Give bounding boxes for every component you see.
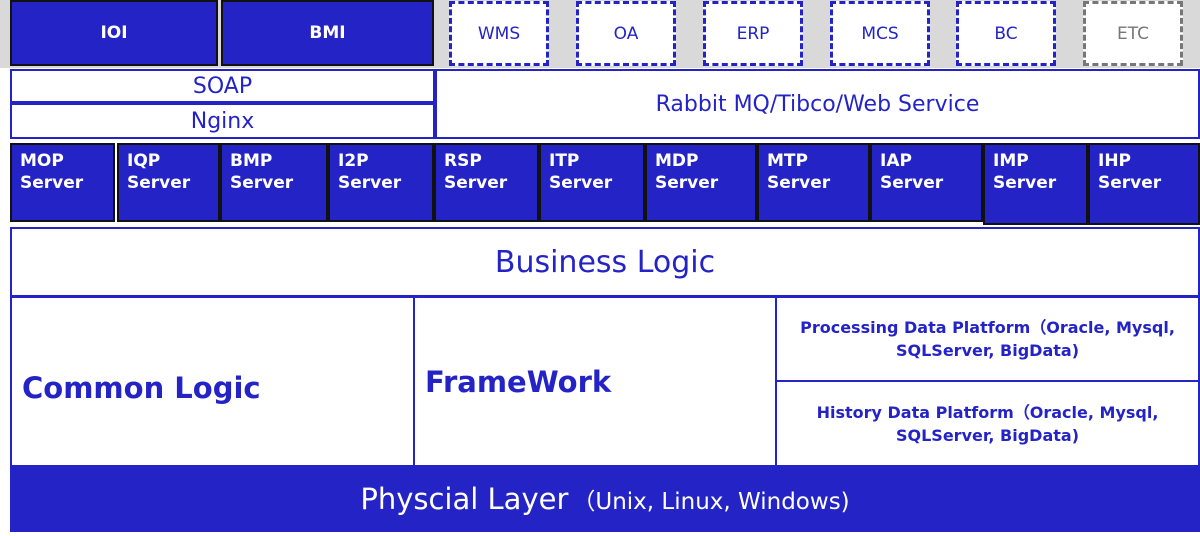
system-box-bc: BC [956, 1, 1056, 66]
server-box-bmp: BMP Server [220, 143, 328, 222]
server-box-iqp: IQP Server [117, 143, 220, 222]
message-bus-box: Rabbit MQ/Tibco/Web Service [435, 69, 1200, 139]
server-box-mop: MOP Server [10, 143, 115, 222]
business-logic-label: Business Logic [494, 244, 716, 280]
server-name: RSP [444, 151, 482, 171]
framework-box: FrameWork [413, 296, 777, 467]
system-label: WMS [477, 23, 521, 44]
physical-layer: Physcial Layer （Unix, Linux, Windows) [10, 466, 1200, 532]
business-logic-layer: Business Logic [10, 227, 1200, 297]
system-box-bmi: BMI [221, 0, 434, 66]
message-bus-label: Rabbit MQ/Tibco/Web Service [655, 91, 980, 117]
system-label: BC [994, 23, 1018, 44]
server-name: I2P [338, 151, 369, 171]
server-name: MTP [767, 151, 808, 171]
processing-data-platform-box: Processing Data Platform（Oracle, Mysql, … [775, 296, 1200, 382]
processing-platform-line: SQLServer, BigData) [895, 341, 1080, 360]
server-name: IMP [993, 151, 1029, 171]
server-name: MDP [655, 151, 699, 171]
server-name: ITP [549, 151, 580, 171]
system-box-wms: WMS [449, 1, 549, 66]
server-suffix: Server [230, 173, 294, 193]
system-box-etc: ETC [1083, 1, 1183, 66]
history-platform-line: History Data Platform（Oracle, Mysql, [816, 402, 1159, 422]
server-box-mtp: MTP Server [757, 143, 870, 222]
soap-box: SOAP [10, 69, 435, 103]
server-suffix: Server [993, 173, 1057, 193]
system-box-oa: OA [576, 1, 676, 66]
system-box-mcs: MCS [830, 1, 930, 66]
system-box-ioi: IOI [10, 0, 218, 66]
server-suffix: Server [127, 173, 191, 193]
system-label: MCS [861, 23, 899, 44]
physical-layer-detail: （Unix, Linux, Windows) [572, 489, 850, 515]
system-box-erp: ERP [703, 1, 803, 66]
server-suffix: Server [444, 173, 508, 193]
system-label: BMI [309, 23, 346, 43]
server-box-imp: IMP Server [983, 143, 1088, 225]
server-box-mdp: MDP Server [645, 143, 757, 222]
nginx-label: Nginx [190, 108, 255, 134]
soap-label: SOAP [192, 73, 253, 99]
system-label: ETC [1117, 23, 1149, 44]
server-suffix: Server [549, 173, 613, 193]
server-suffix: Server [338, 173, 402, 193]
server-name: IHP [1098, 151, 1132, 171]
server-box-iap: IAP Server [870, 143, 983, 222]
server-suffix: Server [767, 173, 831, 193]
system-label: IOI [100, 23, 128, 43]
system-label: OA [613, 23, 639, 44]
server-suffix: Server [20, 173, 84, 193]
server-box-itp: ITP Server [539, 143, 645, 222]
history-data-platform-box: History Data Platform（Oracle, Mysql, SQL… [775, 380, 1200, 467]
server-box-ihp: IHP Server [1088, 143, 1200, 225]
nginx-box: Nginx [10, 103, 435, 139]
common-logic-label: Common Logic [22, 370, 261, 405]
server-suffix: Server [655, 173, 719, 193]
server-box-i2p: I2P Server [328, 143, 434, 222]
history-platform-line: SQLServer, BigData) [895, 425, 1080, 445]
processing-platform-line: Processing Data Platform（Oracle, Mysql, [800, 318, 1175, 337]
server-name: MOP [20, 151, 64, 171]
common-logic-box: Common Logic [10, 296, 415, 467]
physical-layer-title: Physcial Layer [360, 482, 569, 516]
server-suffix: Server [1098, 173, 1162, 193]
server-suffix: Server [880, 173, 944, 193]
server-name: IQP [127, 151, 161, 171]
framework-label: FrameWork [425, 364, 612, 399]
server-box-rsp: RSP Server [434, 143, 539, 222]
system-label: ERP [736, 23, 770, 44]
server-name: BMP [230, 151, 273, 171]
server-name: IAP [880, 151, 912, 171]
